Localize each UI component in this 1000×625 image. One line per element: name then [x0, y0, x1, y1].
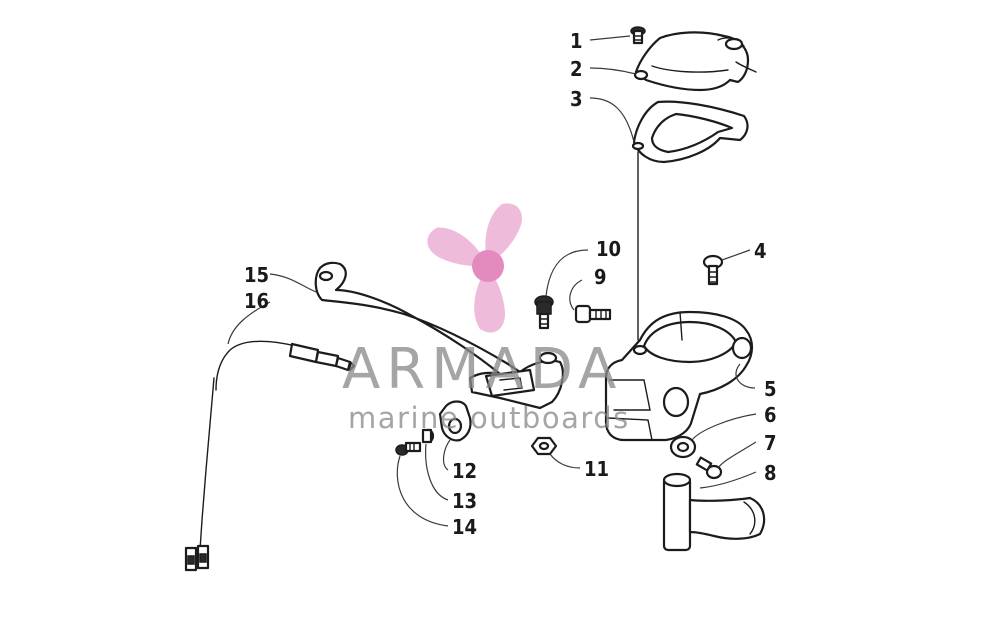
part-16-switch-cable	[184, 340, 356, 572]
callout-9: 9	[594, 265, 607, 289]
part-14-screw	[395, 441, 422, 456]
part-6-washer	[669, 435, 697, 459]
callout-labels: 1 2 3 4 5 6 7 8 9 10 11 12 13 14 15 16	[244, 29, 777, 539]
callout-16: 16	[244, 289, 269, 313]
part-12-adjuster	[438, 400, 472, 442]
part-10-bolt	[534, 295, 554, 330]
callout-8: 8	[764, 461, 777, 485]
watermark-brand: ARMADA	[342, 337, 622, 402]
part-15-lever	[314, 261, 564, 410]
part-4-screw	[702, 254, 724, 286]
callout-3: 3	[570, 87, 583, 111]
callout-12: 12	[452, 459, 477, 483]
part-2-upper-cover	[633, 31, 757, 92]
callout-15: 15	[244, 263, 269, 287]
callout-1: 1	[570, 29, 583, 53]
part-11-nut	[530, 436, 558, 456]
callout-13: 13	[452, 489, 477, 513]
part-13-spacer	[421, 428, 435, 444]
propeller-logo	[427, 203, 523, 333]
callout-7: 7	[764, 431, 777, 455]
watermark: ARMADA marine outboards	[342, 203, 630, 435]
part-7-screw	[695, 456, 723, 480]
callout-4: 4	[754, 239, 767, 263]
callout-2: 2	[570, 57, 583, 81]
watermark-tagline: marine outboards	[348, 401, 630, 435]
part-3-gasket	[631, 100, 749, 164]
part-1-screw	[630, 26, 646, 45]
callout-14: 14	[452, 515, 477, 539]
callout-10: 10	[596, 237, 621, 261]
callout-5: 5	[764, 377, 777, 401]
callout-11: 11	[584, 457, 609, 481]
callout-6: 6	[764, 403, 777, 427]
leader-lines	[227, 35, 757, 527]
part-5-housing	[604, 310, 754, 442]
part-9-bolt	[574, 304, 612, 324]
part-8-lever-shaft	[662, 472, 766, 552]
